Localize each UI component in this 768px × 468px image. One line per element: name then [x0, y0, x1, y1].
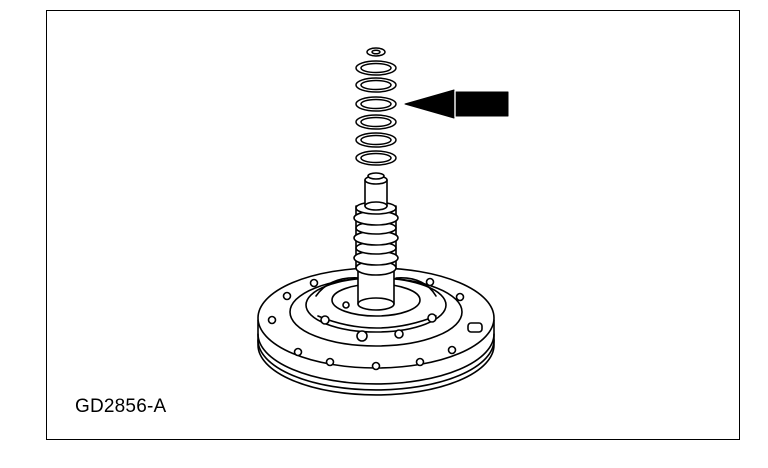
figure-frame — [46, 10, 740, 440]
seal-ring-3 — [355, 96, 397, 112]
pump-housing-flange — [257, 267, 495, 396]
figure-id-label: GD2856-A — [75, 396, 167, 417]
seal-ring-5 — [355, 132, 397, 148]
seal-ring-2 — [355, 77, 397, 93]
seal-ring-4 — [355, 114, 397, 130]
callout-arrow — [404, 89, 509, 119]
seal-rings — [355, 47, 397, 166]
support-shaft — [353, 172, 399, 311]
seal-ring-6 — [355, 150, 397, 166]
bolt-holes — [267, 277, 465, 371]
seal-ring-1 — [355, 60, 397, 76]
